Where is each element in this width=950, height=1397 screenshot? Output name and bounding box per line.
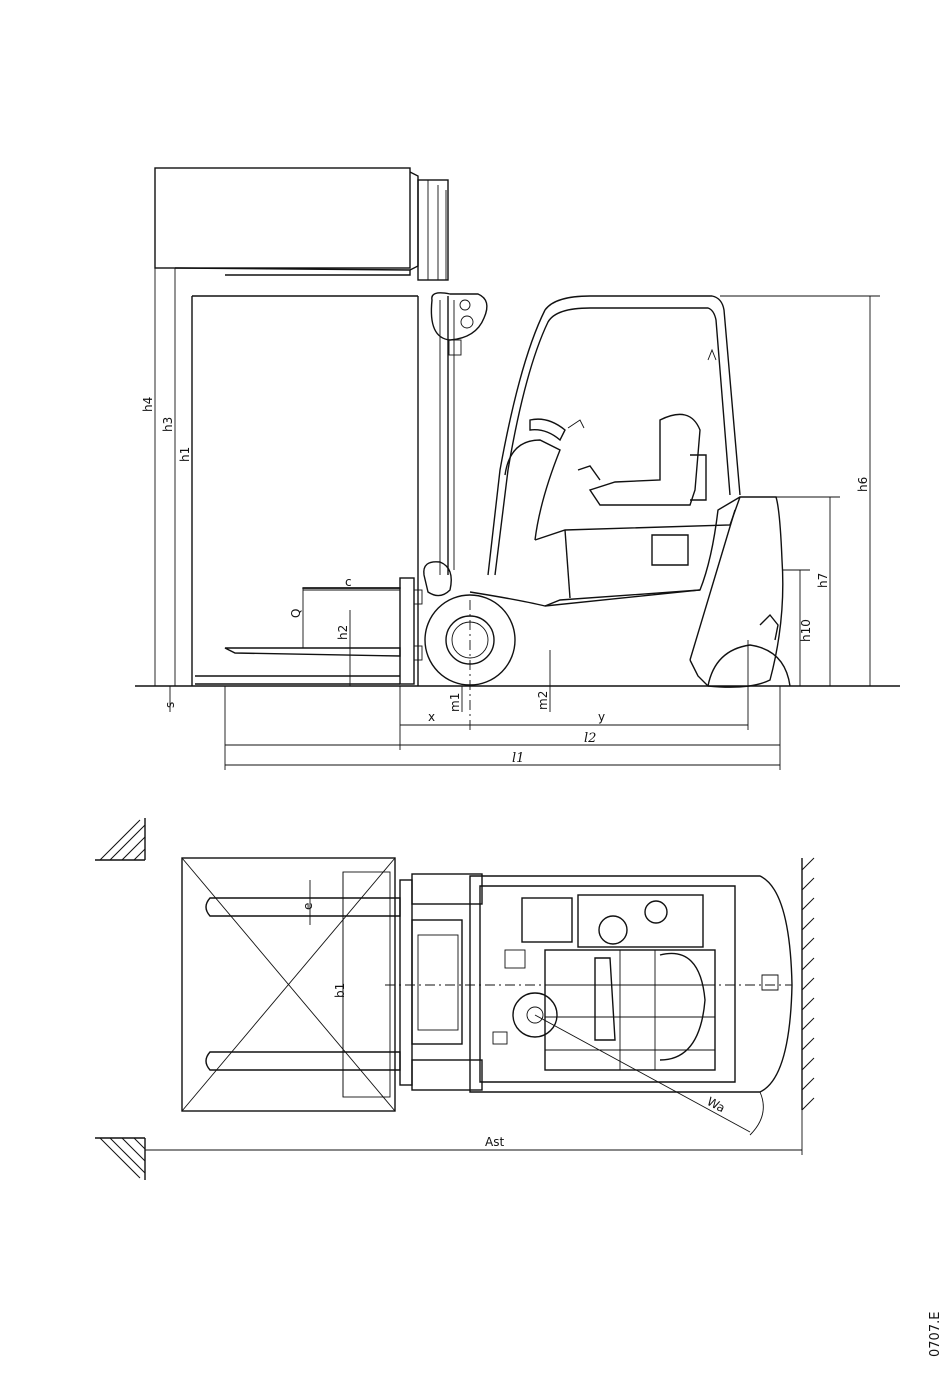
label-h2: h2: [336, 625, 350, 640]
label-h7: h7: [816, 573, 830, 588]
label-m1: m1: [448, 693, 462, 712]
label-x: x: [428, 710, 435, 724]
label-e: e: [301, 903, 315, 910]
label-Q: Q: [289, 609, 303, 618]
vertical-dimensions: [155, 168, 880, 712]
label-l2: l2: [584, 731, 596, 746]
label-h3: h3: [161, 417, 175, 432]
label-c: c: [345, 575, 352, 589]
label-y: y: [598, 710, 605, 724]
side-view: h4 h3 h1 h6 h7 h10 h2 c Q s m1 m2 x y l2…: [135, 168, 900, 770]
aisle-wall-right: [802, 858, 814, 1110]
label-h4: h4: [141, 397, 155, 412]
pallet: [182, 858, 395, 1111]
label-s: s: [163, 702, 177, 708]
mast-frame: [192, 296, 454, 686]
label-h10: h10: [799, 619, 813, 642]
horizontal-dimensions: [225, 590, 780, 770]
label-l1: l1: [512, 751, 524, 766]
label-Ast: Ast: [485, 1135, 504, 1149]
turning-arc: [750, 1092, 763, 1135]
fork-carriage: [195, 578, 422, 684]
truck-body: [424, 296, 790, 687]
forks: [206, 898, 400, 1070]
label-Wa: Wa: [705, 1094, 728, 1115]
label-m2: m2: [536, 691, 550, 710]
turning-radius-line: [535, 1015, 750, 1132]
label-b1: b1: [333, 983, 347, 998]
label-h6: h6: [856, 477, 870, 492]
aisle-wall-left: [95, 818, 145, 1180]
top-chassis: [470, 876, 792, 1092]
raised-load: [155, 168, 448, 280]
label-h1: h1: [178, 447, 192, 462]
drawing-code: 0707.E: [928, 1312, 943, 1357]
top-view: e b1 Wa Ast: [95, 818, 814, 1180]
